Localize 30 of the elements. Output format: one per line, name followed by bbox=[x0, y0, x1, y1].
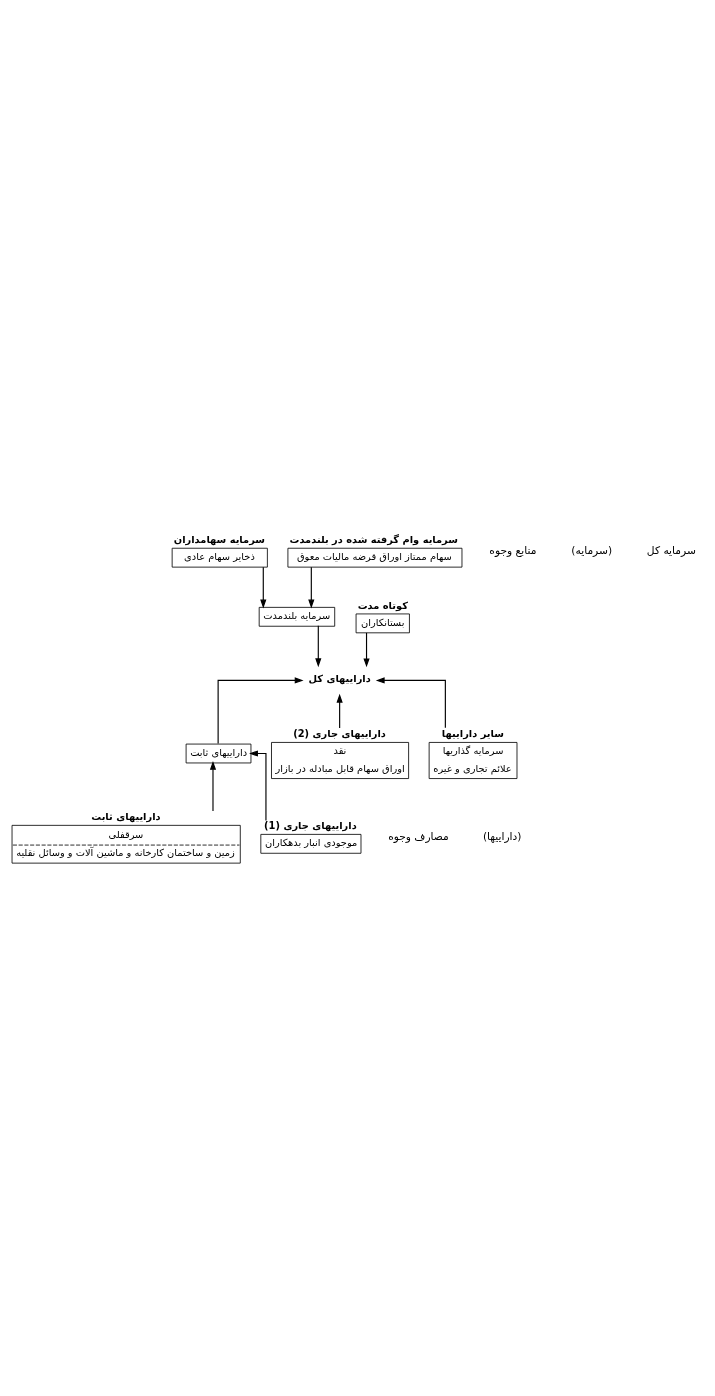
arrow bbox=[260, 566, 267, 608]
arrow bbox=[375, 676, 446, 728]
label: منابع وجوه bbox=[489, 543, 537, 556]
arrow bbox=[217, 676, 304, 744]
label: مصارف وجوه bbox=[388, 829, 449, 843]
node-box: بستانکاران bbox=[355, 613, 410, 633]
node-label: سرمایه وام گرفته شده در بلندمدت bbox=[289, 533, 458, 545]
node-text: داراییهای کل bbox=[308, 672, 371, 684]
node-label: داراییهای ثابت bbox=[91, 810, 161, 822]
node-label: داراییهای جاری (1) bbox=[264, 819, 357, 831]
node-box: ذخایر سهام عادی bbox=[171, 547, 268, 568]
arrow bbox=[336, 693, 343, 729]
node-box: سرمایه بلندمدت bbox=[258, 606, 336, 627]
node-box: سرمایه گذاریها علائم تجاری و غیره bbox=[428, 741, 518, 779]
arrow bbox=[249, 749, 267, 821]
arrow bbox=[363, 631, 370, 667]
arrow bbox=[209, 760, 217, 812]
node-box: داراییهای ثابت bbox=[185, 743, 252, 763]
node-label: کوتاه مدت bbox=[357, 599, 408, 611]
label: (سرمایه) bbox=[571, 543, 613, 556]
label: سرمایه کل bbox=[646, 543, 696, 556]
arrow bbox=[308, 566, 315, 608]
node-box: سهام ممتاز اوراق قرضه مالیات معوق bbox=[287, 547, 463, 568]
node-label: داراییهای جاری (2) bbox=[293, 727, 386, 739]
node-label: سرمایه سهامداران bbox=[173, 533, 265, 545]
node-label: سایر داراییها bbox=[441, 727, 504, 739]
node-box: موجودی انبار بدهکاران bbox=[260, 833, 362, 854]
arrow bbox=[315, 624, 322, 667]
label: (داراییها) bbox=[482, 829, 522, 843]
node-box: نقد اوراق سهام قابل مبادله در بازار bbox=[271, 741, 410, 779]
